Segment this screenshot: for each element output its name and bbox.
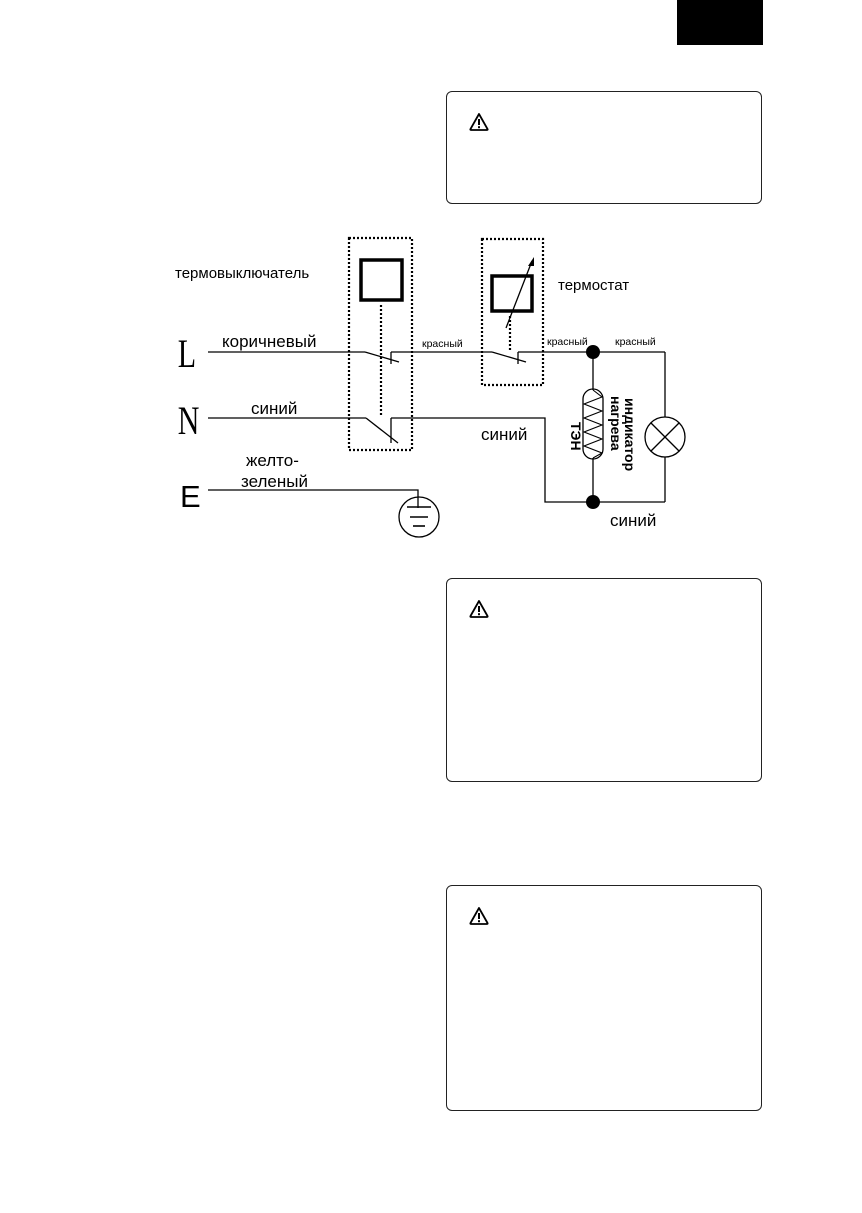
junction-bottom (586, 495, 600, 509)
terminal-N: N (178, 398, 200, 443)
N-switch-blade (365, 417, 399, 444)
label-indicator-line1: индикатор (622, 398, 638, 471)
lamp-cross-2 (650, 422, 680, 452)
terminal-E: E (180, 479, 201, 514)
label-red-wire-1: красный (422, 338, 463, 350)
thermostat-sensor (490, 274, 534, 313)
label-blue-wire-mid: синий (481, 425, 527, 444)
arrow-head-icon (528, 257, 534, 266)
blue-wire (391, 417, 665, 503)
thermostat-adjust-arrow (505, 260, 533, 329)
label-E-wire-color-1: желто- (246, 451, 299, 470)
warning-note-3 (446, 885, 762, 1111)
warning-note-2 (446, 578, 762, 782)
label-thermostat: термостат (558, 277, 629, 294)
thermal-cutout-sensor (359, 258, 404, 302)
warning-icon (469, 907, 489, 925)
thermostat-enclosure (480, 237, 545, 387)
label-heater: ТЭН (568, 422, 584, 451)
L-switch-blade (364, 351, 400, 363)
warning-note-1 (446, 91, 762, 204)
label-L-wire-color: коричневый (222, 332, 316, 351)
ground-symbol (398, 496, 440, 538)
warning-icon (469, 113, 489, 131)
heater-coil (582, 389, 604, 459)
page-corner-tab (677, 0, 763, 45)
heater-element (582, 388, 604, 460)
terminal-L: L (178, 331, 196, 376)
label-indicator-line2: нагрева (608, 396, 624, 451)
junction-top (586, 345, 600, 359)
label-E-wire-color-2: зеленый (241, 472, 308, 491)
label-blue-wire-bottom: синий (610, 511, 656, 530)
label-N-wire-color: синий (251, 399, 297, 418)
thermal-cutout-enclosure (347, 236, 414, 452)
label-thermal-cutout: термовыключатель (175, 265, 309, 282)
label-red-wire-2: красный (547, 336, 588, 348)
label-red-wire-3: красный (615, 336, 656, 348)
indicator-lamp (644, 416, 686, 458)
thermostat-switch-blade (491, 351, 527, 363)
E-wire (208, 489, 419, 508)
warning-icon (469, 600, 489, 618)
